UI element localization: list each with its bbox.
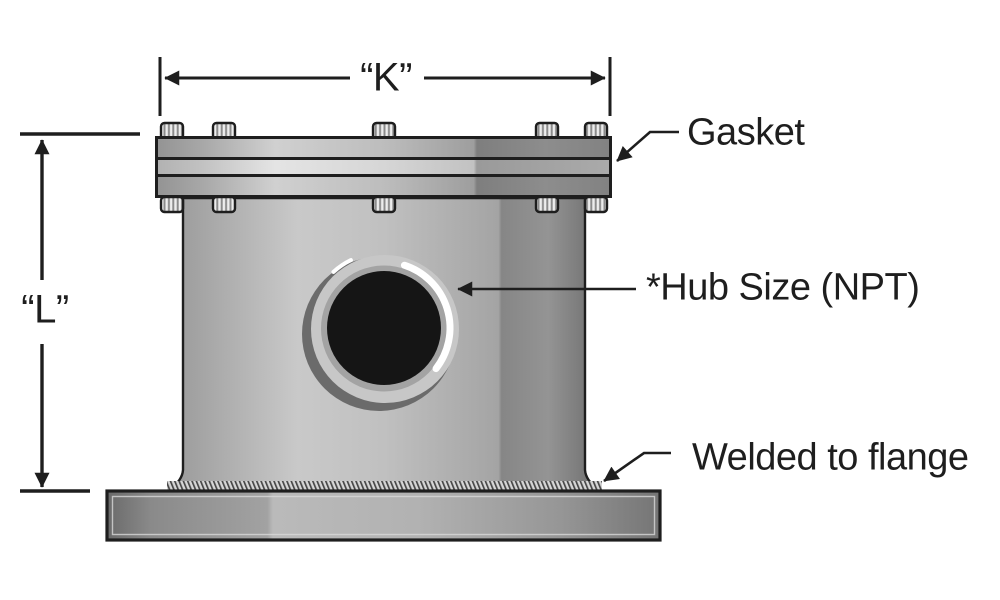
bolt-icon [159,195,185,214]
hub-highlight-sliver [331,258,353,274]
bolt-icon [583,195,609,214]
leader-lines [457,130,679,483]
l-dimension-label: “L” [21,287,69,332]
bottom-bolts [159,195,609,214]
hub-opening [302,255,459,411]
gasket-layer [158,160,609,174]
gasket-leader-arrow [616,130,679,162]
bolt-icon [211,195,237,214]
welded-to-flange-label: Welded to flange [692,436,969,479]
l-dimension [20,132,140,493]
k-dimension-label: “K” [360,55,412,100]
base-flange [105,489,662,542]
weld-leader-arrow [603,451,671,483]
k-dimension [158,57,612,116]
hub-size-label: *Hub Size (NPT) [646,266,920,309]
base-flange-bevel [111,495,656,536]
flange-top-plate [158,139,609,157]
hub-bore [327,271,441,385]
gasket-label: Gasket [687,111,805,154]
weld-bead [167,481,602,491]
bolt-icon [534,195,560,214]
flange-bottom-plate [158,177,609,195]
bolt-icon [371,195,397,214]
flange-assembly [155,136,612,198]
hub-highlight-arc [400,261,454,373]
